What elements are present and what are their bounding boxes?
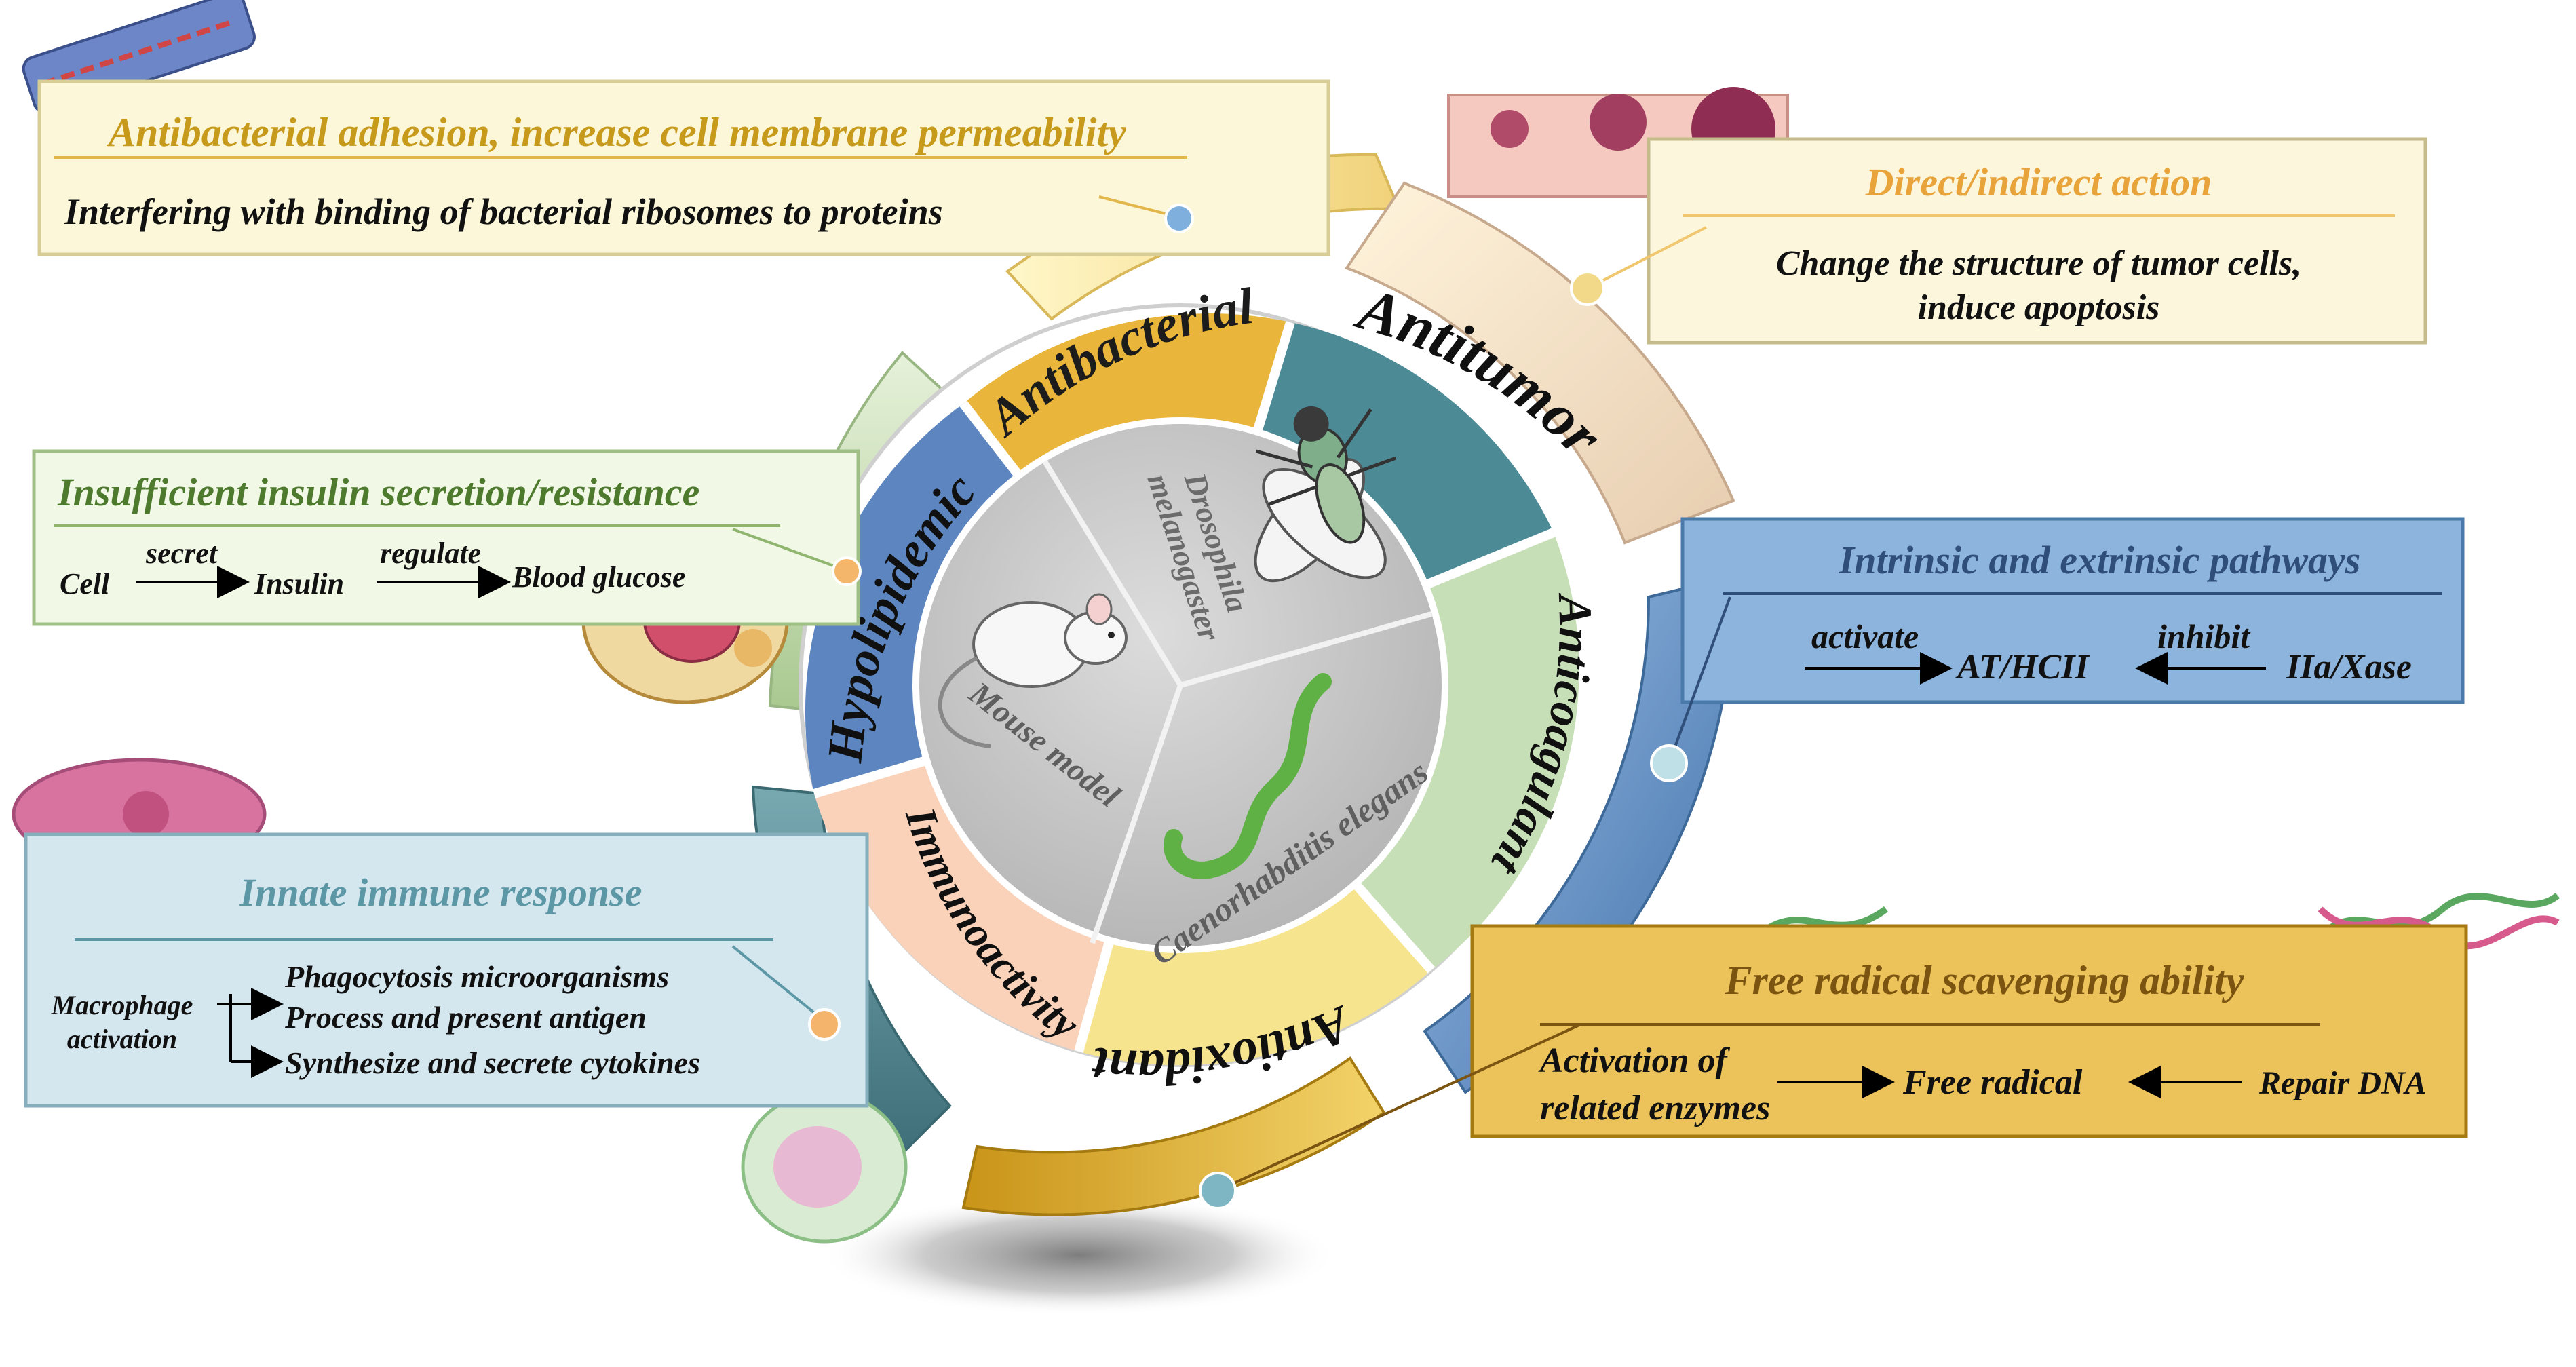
hypo-cell: Cell — [60, 567, 110, 600]
mouse-icon — [938, 593, 1128, 748]
box-immunoactivity: Innate immune response Macrophage activa… — [24, 832, 869, 1108]
immuno-item1: Phagocytosis microorganisms — [284, 959, 669, 994]
body-antitumor-line2: induce apoptosis — [1918, 288, 2160, 327]
heading-antitumor: Direct/indirect action — [1865, 160, 2212, 204]
wheel — [799, 303, 1579, 1067]
coag-iia-xase: IIa/Xase — [2286, 648, 2412, 687]
immuno-item3: Synthesize and secrete cytokines — [285, 1045, 700, 1080]
coag-inhibit-label: inhibit — [2157, 617, 2251, 655]
coag-at-hcii: AT/HCII — [1955, 648, 2090, 687]
coag-activate-label: activate — [1811, 617, 1919, 655]
body-antitumor-line1: Change the structure of tumor cells, — [1776, 244, 2301, 283]
box-antioxidant: Free radical scavenging ability Activati… — [1199, 924, 2468, 1210]
heading-antibacterial: Antibacterial adhesion, increase cell me… — [106, 110, 1126, 155]
hypo-regulate-label: regulate — [380, 537, 481, 570]
box-anticoagulant: Intrinsic and extrinsic pathways activat… — [1650, 517, 2465, 782]
antiox-activation-line2: related enzymes — [1540, 1089, 1770, 1128]
heading-immunoactivity: Innate immune response — [239, 870, 642, 914]
immuno-macrophage-line2: activation — [67, 1024, 177, 1054]
body-antibacterial: Interfering with binding of bacterial ri… — [64, 191, 943, 232]
fruit-fly-icon — [1254, 406, 1397, 583]
outer-arc-antitumor — [1344, 181, 1735, 545]
heading-antioxidant: Free radical scavenging ability — [1725, 958, 2244, 1003]
hypo-insulin: Insulin — [254, 567, 344, 600]
outer-arc-antioxidant — [961, 1056, 1386, 1216]
hypo-blood-glucose: Blood glucose — [512, 560, 685, 594]
heading-hypolipidemic: Insufficient insulin secretion/resistanc… — [57, 470, 699, 514]
ground-shadow — [821, 1194, 1337, 1316]
box-antitumor: Direct/indirect action Change the struct… — [1570, 137, 2427, 345]
immuno-item2: Process and present antigen — [284, 1000, 647, 1035]
heading-anticoagulant: Intrinsic and extrinsic pathways — [1839, 538, 2361, 582]
antiox-free-radical: Free radical — [1902, 1063, 2083, 1102]
box-hypolipidemic: Insufficient insulin secretion/resistanc… — [32, 449, 862, 626]
antiox-repair-dna: Repair DNA — [2258, 1065, 2427, 1101]
box-antibacterial: Antibacterial adhesion, increase cell me… — [37, 79, 1330, 256]
immuno-macrophage-line1: Macrophage — [51, 990, 193, 1020]
outer-arc-anticoagulant — [1423, 575, 1735, 1094]
c-elegans-icon — [1164, 673, 1332, 879]
immune-cell-illustration — [741, 1090, 908, 1244]
antiox-activation-line1: Activation of — [1538, 1041, 1731, 1080]
hypo-secret-label: secret — [145, 537, 218, 570]
